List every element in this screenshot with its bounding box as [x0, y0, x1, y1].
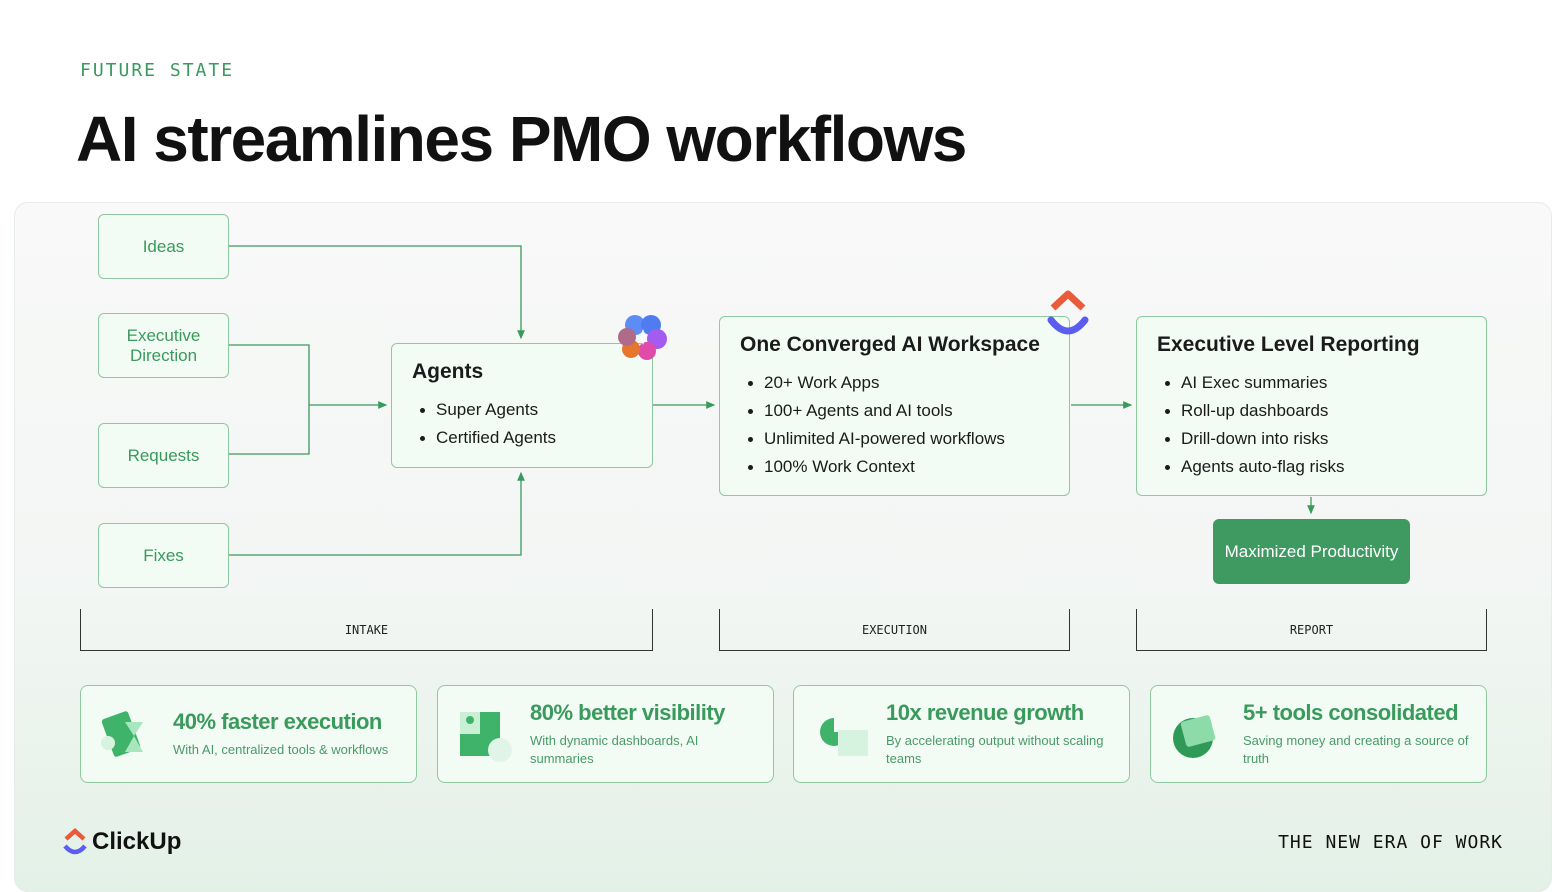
list-item: Agents auto-flag risks: [1157, 453, 1466, 481]
reporting-box: Executive Level Reporting AI Exec summar…: [1136, 316, 1487, 496]
list-item: 100% Work Context: [740, 453, 1049, 481]
eyebrow: FUTURE STATE: [80, 60, 235, 81]
phase-intake: INTAKE: [80, 609, 653, 651]
clickup-mark-icon: [63, 828, 87, 855]
source-requests: Requests: [98, 423, 229, 488]
stat-subtext: With dynamic dashboards, AI summaries: [530, 733, 699, 766]
maximized-productivity-badge: Maximized Productivity: [1213, 519, 1410, 584]
brand-name: ClickUp: [92, 828, 182, 855]
stat-headline: 5+ tools consolidated: [1243, 700, 1459, 725]
reporting-title: Executive Level Reporting: [1157, 333, 1420, 356]
connector-ideas: [229, 245, 525, 340]
list-item: Certified Agents: [412, 424, 632, 452]
stat-card: 10x revenue growth By accelerating outpu…: [793, 685, 1130, 783]
stat-subtext: Saving money and creating a source of tr…: [1243, 733, 1469, 766]
stat-subtext: By accelerating output without scaling t…: [886, 733, 1104, 766]
page-title: AI streamlines PMO workflows: [76, 103, 967, 175]
list-item: Super Agents: [412, 396, 632, 424]
clickup-logo-icon: [1047, 290, 1089, 335]
agents-title: Agents: [412, 360, 484, 383]
source-ideas: Ideas: [98, 214, 229, 279]
connector-exec: [229, 344, 310, 455]
tagline: THE NEW ERA OF WORK: [1278, 832, 1503, 853]
dashboard-icon: [460, 712, 512, 762]
source-executive-direction: Executive Direction: [98, 313, 229, 378]
source-fixes: Fixes: [98, 523, 229, 588]
workspace-title: One Converged AI Workspace: [740, 333, 1040, 356]
workspace-box: One Converged AI Workspace 20+ Work Apps…: [719, 316, 1070, 496]
list-item: Unlimited AI-powered workflows: [740, 425, 1049, 453]
list-item: Drill-down into risks: [1157, 425, 1466, 453]
stat-card: 40% faster execution With AI, centralize…: [80, 685, 417, 783]
tools-globe-icon: [1173, 715, 1216, 758]
stat-card: 80% better visibility With dynamic dashb…: [437, 685, 774, 783]
list-item: 20+ Work Apps: [740, 369, 1049, 397]
stat-headline: 80% better visibility: [530, 700, 725, 725]
clickup-logo: ClickUp: [62, 828, 181, 856]
list-item: Roll-up dashboards: [1157, 397, 1466, 425]
stat-headline: 40% faster execution: [173, 709, 382, 734]
ai-sparkle-icon: [618, 315, 667, 360]
stat-card: 5+ tools consolidated Saving money and c…: [1150, 685, 1487, 783]
list-item: 100+ Agents and AI tools: [740, 397, 1049, 425]
stat-headline: 10x revenue growth: [886, 700, 1084, 725]
phase-execution: EXECUTION: [719, 609, 1070, 651]
connector-fixes: [229, 471, 525, 556]
hourglass-icon: [101, 711, 143, 757]
pie-chart-icon: [820, 718, 868, 756]
stat-subtext: With AI, centralized tools & workflows: [173, 742, 389, 757]
list-item: AI Exec summaries: [1157, 369, 1466, 397]
phase-report: REPORT: [1136, 609, 1487, 651]
